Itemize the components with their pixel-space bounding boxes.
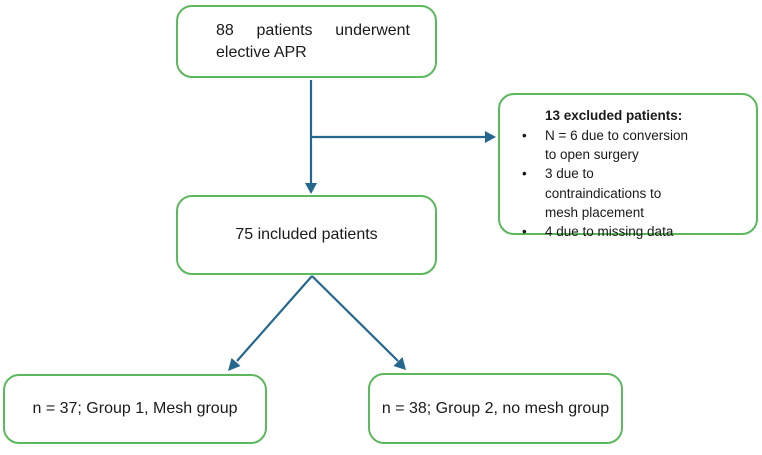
excluded-patients-title: 13 excluded patients: <box>545 108 683 123</box>
total-patients-text: 88 patients underwent elective APR <box>216 21 410 61</box>
box-group1-mesh: n = 37; Group 1, Mesh group <box>3 374 267 444</box>
box-excluded-patients: 13 excluded patients: N = 6 due to conve… <box>498 93 758 241</box>
box-included-patients: 75 included patients <box>176 195 437 275</box>
group2-text: n = 38; Group 2, no mesh group <box>381 399 610 417</box>
arrow-top-to-included <box>305 80 317 194</box>
arrow-included-to-group2 <box>311 275 406 370</box>
included-patients-text: 75 included patients <box>235 226 378 244</box>
box-group2-no-mesh: n = 38; Group 2, no mesh group <box>368 373 623 444</box>
excluded-reason-missing-data: 4 due to missing data <box>522 222 742 241</box>
excluded-reason-conversion: N = 6 due to conversion to open surgery <box>522 126 742 164</box>
excluded-patients-list: N = 6 due to conversion to open surgery … <box>522 126 742 241</box>
arrow-included-to-group1 <box>228 275 313 371</box>
group1-text: n = 37; Group 1, Mesh group <box>32 400 238 418</box>
excluded-reason-contraindications: 3 due to contraindications to mesh place… <box>522 164 742 221</box>
box-total-patients: 88 patients underwent elective APR <box>176 5 437 78</box>
arrow-branch-to-excluded <box>311 131 496 143</box>
